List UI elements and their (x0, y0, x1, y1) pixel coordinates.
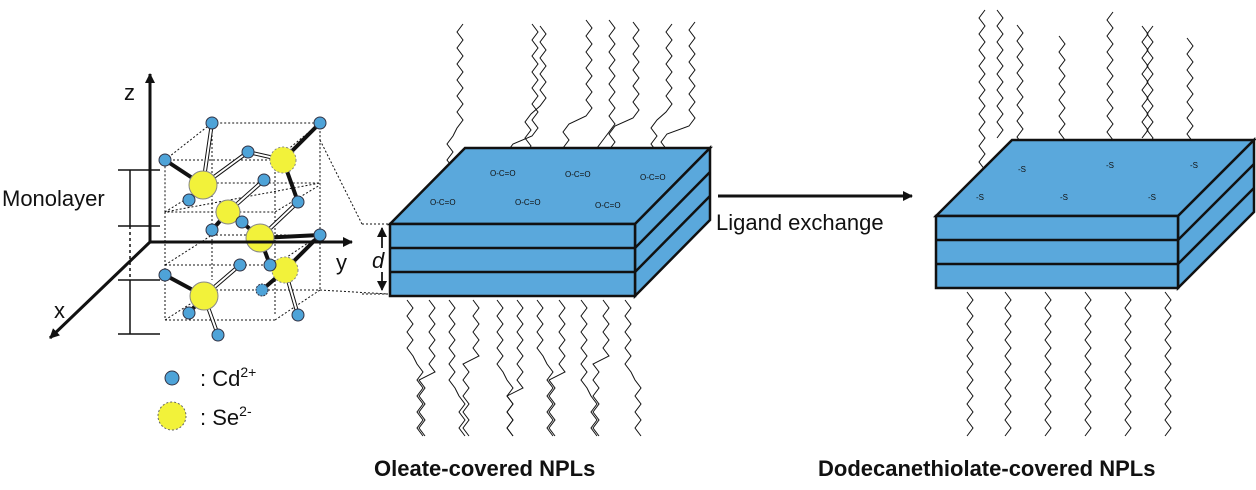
y-axis-label: y (336, 250, 347, 275)
thiolate-head-group: -S (1060, 193, 1068, 202)
cd-atom (182, 306, 196, 320)
cd-atom (291, 195, 305, 209)
z-axis-label: z (124, 80, 135, 105)
thickness-label: d (372, 248, 385, 273)
oleate-chain (496, 299, 514, 437)
cd-atom (241, 145, 255, 159)
x-axis-label: x (54, 298, 65, 323)
oleate-head-group: O-C=O (565, 170, 591, 179)
legend-se-swatch (157, 401, 187, 431)
oleate-chains-bottom (406, 299, 642, 437)
oleate-chain (418, 299, 436, 437)
crystal-structure: z y x Monolayer (0, 73, 389, 342)
se-atoms (188, 146, 299, 311)
cd-atom (257, 173, 271, 187)
cd-atom (158, 153, 172, 167)
thiolate-head-group: -S (976, 193, 984, 202)
thiolate-chain (1141, 25, 1149, 139)
thiolate-chain (966, 291, 974, 437)
cd-atom (263, 258, 277, 272)
cd-atom (233, 258, 247, 272)
thiolate-head-group: -S (1190, 161, 1198, 170)
thiolate-chain (996, 9, 1004, 139)
thiolate-chain (1186, 37, 1194, 151)
oleate-caption: Oleate-covered NPLs (374, 456, 595, 481)
thiolate-chain (1004, 291, 1012, 437)
monolayer-label: Monolayer (2, 186, 105, 211)
oleate-chain (536, 299, 554, 437)
thiolate-nanoplatelet (932, 136, 1256, 292)
oleate-head-group: O-C=O (430, 198, 456, 207)
cd-atom (313, 116, 327, 130)
thiolate-chain (1106, 11, 1114, 149)
oleate-chain (548, 299, 566, 437)
cd-atom (182, 193, 196, 207)
cd-atom (158, 268, 172, 282)
se-atom (189, 281, 219, 311)
oleate-chain (448, 299, 466, 437)
thiolate-head-group: -S (1148, 193, 1156, 202)
se-atom (215, 199, 241, 225)
legend: : Cd2+ : Se2- (157, 364, 256, 431)
cd-atoms (158, 116, 327, 342)
cd-atom (255, 283, 269, 297)
thiolate-chain (1164, 291, 1172, 437)
thiolate-chains-bottom (966, 291, 1172, 437)
cd-atom (291, 308, 305, 322)
thiolate-chain (978, 9, 986, 179)
thiolate-head-group: -S (1018, 165, 1026, 174)
cd-atom (211, 328, 225, 342)
thickness-marker: d (362, 223, 390, 295)
oleate-head-group: O-C=O (490, 169, 516, 178)
thiolate-chain (1084, 291, 1092, 437)
cd-atom (313, 228, 327, 242)
ligand-exchange-arrow: Ligand exchange (716, 191, 913, 235)
thiolate-head-group: -S (1106, 161, 1114, 170)
cd-atom (205, 223, 219, 237)
oleate-head-groups: O-C=O O-C=O O-C=O O-C=O O-C=O O-C=O (430, 169, 666, 210)
oleate-chain (506, 299, 524, 437)
oleate-head-group: O-C=O (595, 201, 621, 210)
oleate-chain (462, 299, 480, 437)
monolayer-dimensions (118, 169, 160, 335)
ligand-exchange-label: Ligand exchange (716, 210, 884, 235)
thiolate-chain (1124, 291, 1132, 437)
oleate-chain (580, 299, 598, 437)
thiolate-head-groups: -S -S -S -S -S -S (976, 161, 1198, 202)
legend-cd-label: : Cd2+ (200, 364, 256, 391)
thiolate-chain (1016, 24, 1024, 154)
legend-se-label: : Se2- (200, 403, 252, 430)
oleate-head-group: O-C=O (640, 173, 666, 182)
thiolate-caption: Dodecanethiolate-covered NPLs (818, 456, 1155, 481)
se-atom (269, 146, 297, 174)
se-atom (245, 223, 275, 253)
npl-front-face (934, 214, 1180, 290)
x-axis (48, 240, 152, 340)
oleate-chain (524, 25, 547, 171)
se-atom (271, 256, 299, 284)
oleate-nanoplatelet (387, 144, 713, 300)
npl-front-face (388, 222, 637, 298)
oleate-chain (592, 299, 610, 437)
cd-atom (235, 215, 249, 229)
oleate-head-group: O-C=O (515, 198, 541, 207)
thiolate-chain (1044, 291, 1052, 437)
cd-atom (205, 116, 219, 130)
oleate-chain (406, 299, 424, 437)
coordinate-axes (48, 73, 353, 340)
se-atom (188, 170, 218, 200)
legend-cd-swatch (164, 370, 180, 386)
oleate-chain (624, 299, 642, 437)
